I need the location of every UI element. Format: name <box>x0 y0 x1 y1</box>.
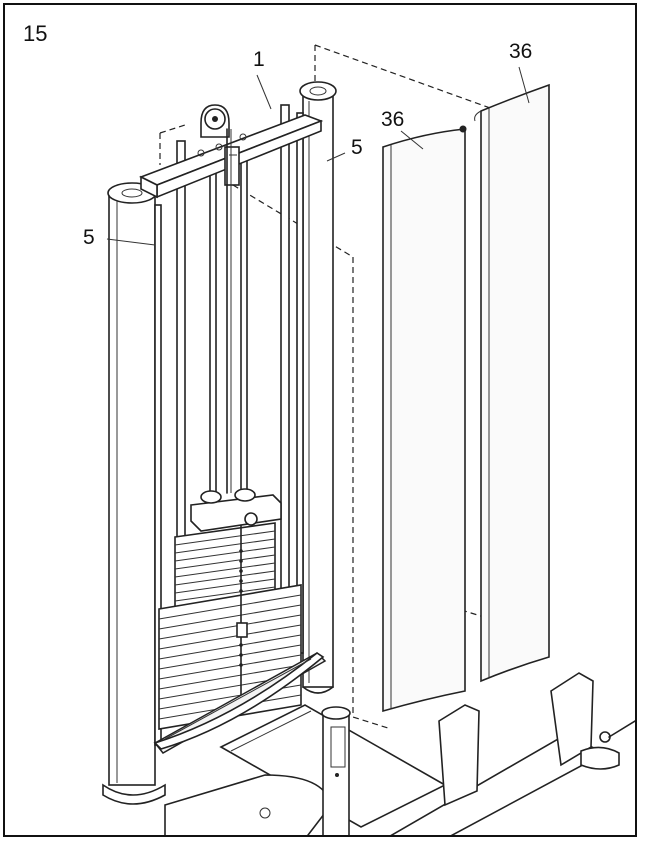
left-upright <box>102 182 166 805</box>
callout-left-upright: 5 <box>83 226 95 249</box>
front-shroud <box>382 125 467 713</box>
base-plate <box>153 652 327 754</box>
callout-front-shroud: 36 <box>381 108 405 131</box>
exploded-assembly-drawing <box>102 44 635 835</box>
lower-frame <box>164 672 635 835</box>
callout-leaders <box>106 66 530 246</box>
right-upright <box>296 81 337 694</box>
top-pulley <box>200 104 240 186</box>
callout-top-crossbar: 1 <box>253 48 265 71</box>
cable <box>226 128 232 494</box>
assembly-step-frame: 15 <box>3 3 637 837</box>
callout-rear-shroud: 36 <box>509 40 533 63</box>
step-number: 15 <box>23 21 48 46</box>
rear-shroud <box>474 83 550 683</box>
callout-right-upright: 5 <box>351 136 363 159</box>
